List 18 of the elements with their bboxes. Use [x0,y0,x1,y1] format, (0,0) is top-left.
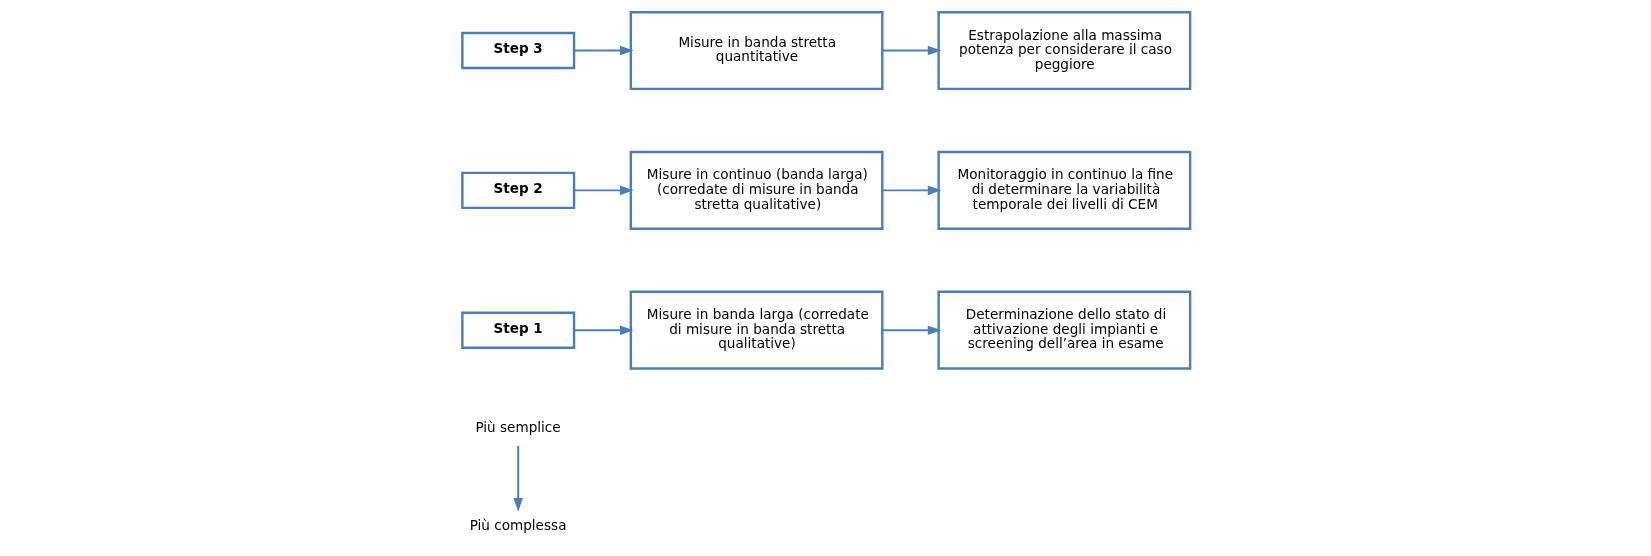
arrow [880,185,941,196]
node-box: Step 1 [460,311,575,349]
arrow [880,45,941,56]
node-text: Più complessa [469,516,566,533]
node-box: Monitoraggio in continuo la fine di determinare la variabilità temporale dei livelli di CEM [936,150,1191,230]
arrow [880,325,941,335]
node-box: Determinazione dello stato di attivazione degli impianti e screening dell’area in esame [936,290,1191,370]
node-box: Misure in banda larga (corredate di misure in banda stretta qualitative) [629,290,884,370]
node-box: Misure in banda stretta quantitative [629,11,884,91]
arrow [572,45,634,56]
arrow [512,444,523,512]
node-text: Più semplice [474,418,561,435]
node-box: Estrapolazione alla massima potenza per considerare il caso peggiore [936,11,1191,91]
arrow [572,325,634,335]
node-box: Step 3 [460,31,575,70]
node-box: Step 2 [460,171,575,210]
arrow [572,185,634,196]
node-box: Misure in continuo (banda larga) (corredate di misure in banda stretta qualitative) [629,150,884,230]
